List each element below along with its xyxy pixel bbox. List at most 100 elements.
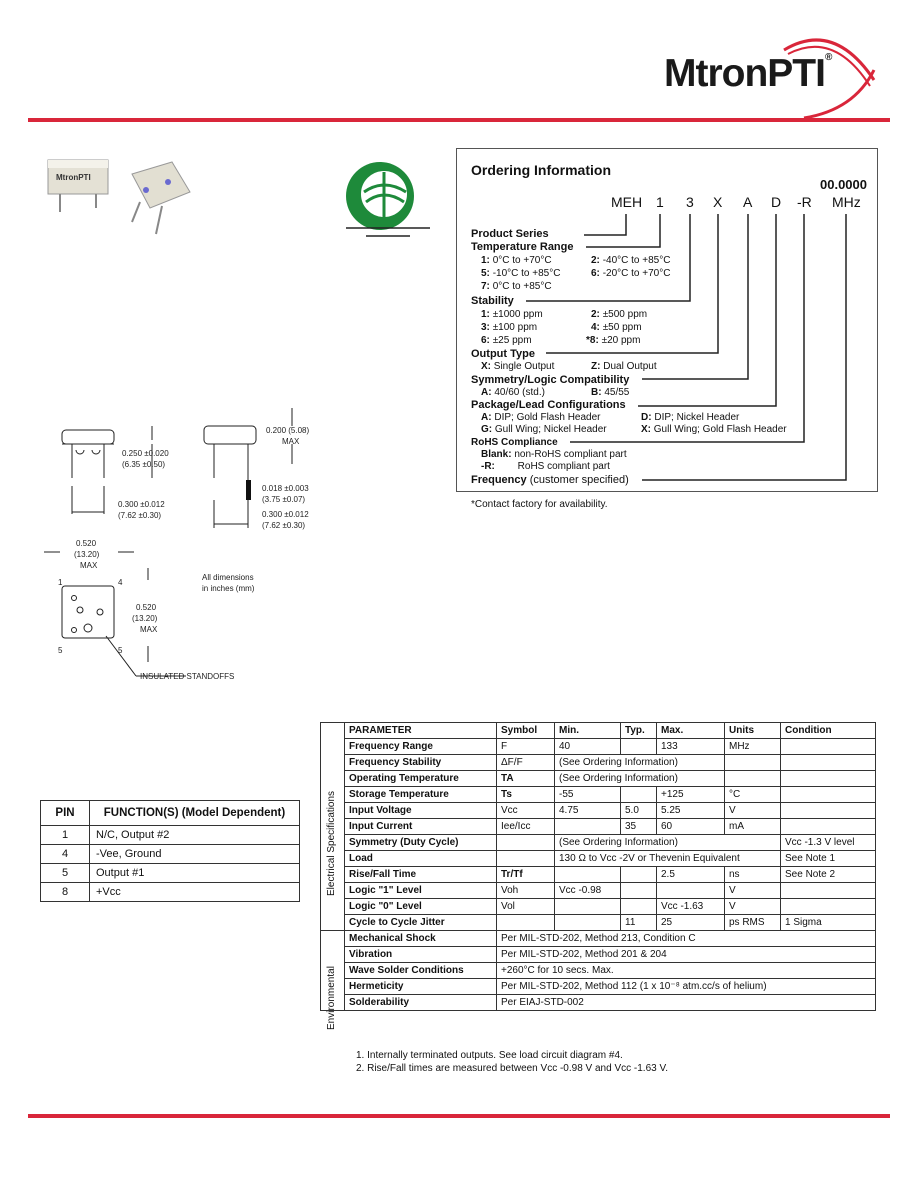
pin-label-5: 5	[58, 646, 63, 655]
label-product-series: Product Series	[471, 228, 549, 240]
package-x: X: Gull Wing; Gold Flash Header	[641, 424, 787, 435]
note-1: 1. Internally terminated outputs. See lo…	[356, 1050, 623, 1061]
label-output-type: Output Type	[471, 348, 535, 360]
dim-5: 0.300 ±0.012	[262, 510, 309, 519]
table-row: Symmetry (Duty Cycle)(See Ordering Infor…	[321, 834, 876, 851]
table-row: PARAMETER Symbol Min. Typ. Max. Units Co…	[320, 722, 876, 931]
temp-2: 2: -40°C to +85°C	[591, 255, 671, 266]
package-g: G: Gull Wing; Nickel Header	[481, 424, 607, 435]
dim-4: 0.018 ±0.003	[262, 484, 309, 493]
contact-note: *Contact factory for availability.	[471, 499, 608, 510]
output-x: X: Single Output	[481, 361, 555, 372]
label-rohs: RoHS Compliance	[471, 437, 558, 448]
function-header: FUNCTION(S) (Model Dependent)	[89, 800, 300, 826]
dim-3-max: MAX	[282, 437, 300, 446]
temp-1: 1: 0°C to +70°C	[481, 255, 552, 266]
ordering-title: Ordering Information	[471, 162, 611, 178]
dim-7-mm: (13.20)	[132, 614, 158, 623]
table-row: 4-Vee, Ground	[40, 844, 300, 864]
package-a: A: DIP; Gold Flash Header	[481, 412, 601, 423]
stab-3: 3: ±100 ppm	[481, 322, 538, 333]
output-z: Z: Dual Output	[591, 361, 657, 372]
temp-5: 5: -10°C to +85°C	[481, 268, 561, 279]
label-symmetry: Symmetry/Logic Compatibility	[471, 374, 630, 386]
table-row: Wave Solder Conditions+260°C for 10 secs…	[321, 962, 876, 979]
inches-note: in inches (mm)	[202, 584, 255, 593]
frequency-default: 00.0000	[820, 177, 867, 192]
dim-1: 0.250 ±0.020	[122, 449, 169, 458]
stab-1: 1: ±1000 ppm	[481, 309, 543, 320]
temp-7: 7: 0°C to +85°C	[481, 281, 552, 292]
stab-8: *8: ±20 ppm	[586, 335, 641, 346]
mechanical-drawing	[44, 408, 293, 677]
dim-4-mm: (3.75 ±0.07)	[262, 495, 306, 504]
code-series: MEH	[611, 194, 643, 210]
dim-6-max: MAX	[80, 561, 98, 570]
ordering-leader-lines	[526, 214, 847, 481]
dim-7: 0.520	[136, 603, 157, 612]
pin-label-4: 4	[118, 578, 123, 587]
product-photo-icon: MtronPTI	[47, 159, 191, 235]
code-temp: 1	[656, 194, 664, 210]
spec-table: PARAMETER Symbol Min. Typ. Max. Units Co…	[320, 722, 876, 1011]
stab-2: 2: ±500 ppm	[591, 309, 648, 320]
symmetry-b: B: 45/55	[591, 387, 630, 398]
pin-header: PIN	[40, 800, 90, 826]
note-2: 2. Rise/Fall times are measured between …	[356, 1063, 669, 1074]
dim-5-mm: (7.62 ±0.30)	[262, 521, 306, 530]
dim-6: 0.520	[76, 539, 97, 548]
svg-text:MtronPTI: MtronPTI	[56, 173, 91, 182]
dim-1-mm: (6.35 ±0.50)	[122, 460, 166, 469]
code-package: D	[771, 194, 782, 210]
dim-7-max: MAX	[140, 625, 158, 634]
header-divider	[28, 118, 890, 122]
dim-6-mm: (13.20)	[74, 550, 100, 559]
rohs-r: -R: RoHS compliant part	[481, 461, 610, 472]
pin-label-1: 1	[58, 578, 63, 587]
rohs-compliant-icon	[346, 162, 430, 237]
brand-logo: MtronPTI®	[664, 52, 832, 95]
code-output: X	[713, 194, 723, 210]
pin-label-8: 5	[118, 646, 123, 655]
table-row: PIN FUNCTION(S) (Model Dependent)	[40, 800, 300, 826]
label-frequency: Frequency (customer specified)	[471, 474, 629, 486]
all-dims-note: All dimensions	[202, 573, 254, 582]
footer-divider	[28, 1114, 890, 1118]
code-mhz: MHz	[832, 194, 861, 210]
code-rohs: -R	[797, 194, 812, 210]
side-cell-environmental	[320, 930, 345, 1011]
code-stability: 3	[686, 194, 694, 210]
dim-2-mm: (7.62 ±0.30)	[118, 511, 162, 520]
label-temp-range: Temperature Range	[471, 241, 574, 253]
stab-6: 6: ±25 ppm	[481, 335, 532, 346]
symmetry-a: A: 40/60 (std.)	[481, 387, 545, 398]
label-package: Package/Lead Configurations	[471, 399, 626, 411]
side-label-electrical: Electrical Specifications	[326, 790, 337, 896]
ordering-info-box	[456, 148, 878, 492]
code-symmetry: A	[743, 194, 753, 210]
dim-2: 0.300 ±0.012	[118, 500, 165, 509]
table-row: 8+Vcc	[40, 882, 300, 902]
label-stability: Stability	[471, 295, 514, 307]
dim-3: 0.200 (5.08)	[266, 426, 310, 435]
side-label-environmental: Environmental	[326, 966, 337, 1030]
rohs-blank: Blank: non-RoHS compliant part	[481, 449, 627, 460]
